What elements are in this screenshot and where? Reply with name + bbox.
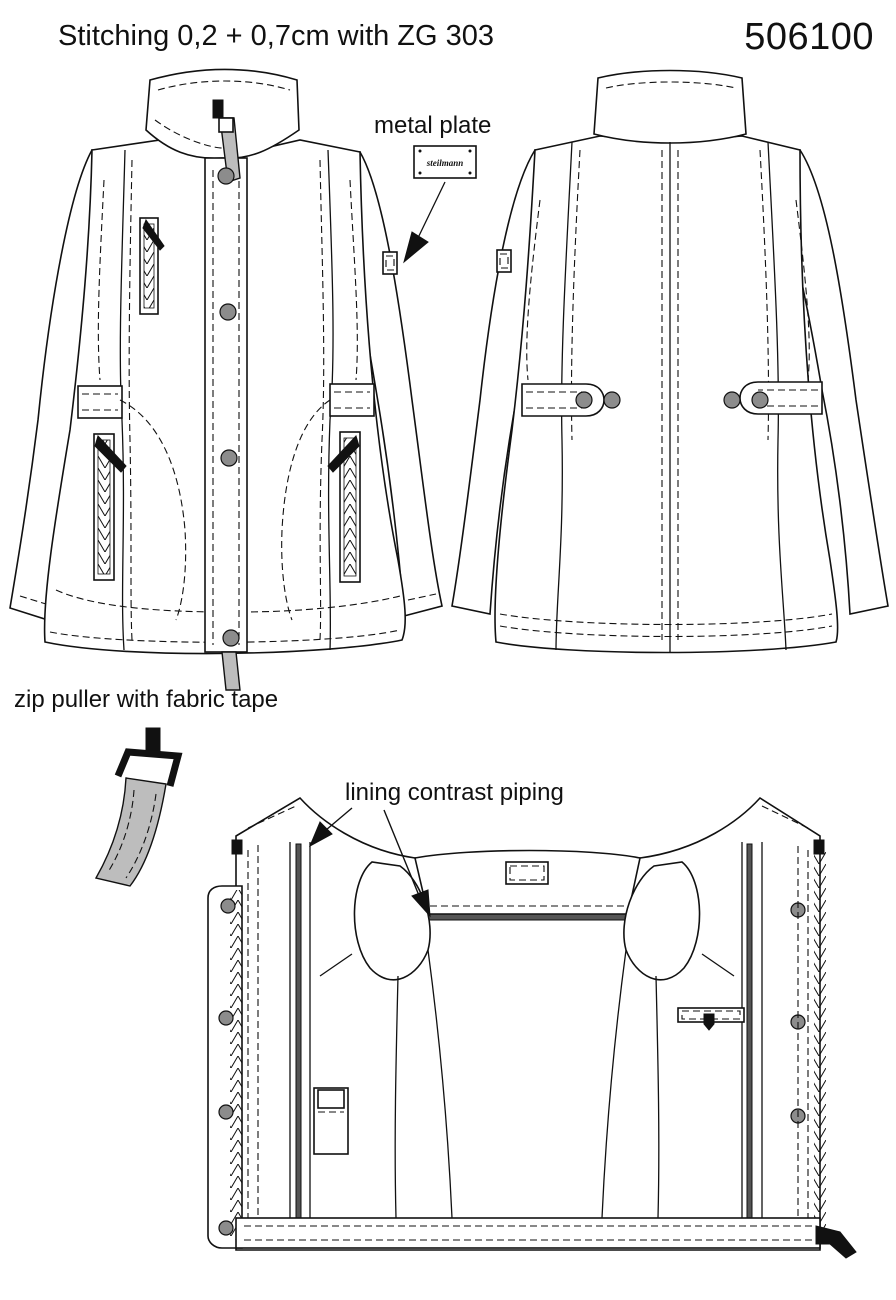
back-view <box>451 69 889 654</box>
right-contrast-piping <box>746 843 753 1219</box>
snap-button <box>220 449 238 467</box>
zip-slider <box>212 99 224 119</box>
inside-zip-end <box>815 1225 857 1259</box>
inside-button <box>218 1220 234 1236</box>
back-button <box>575 391 593 409</box>
zip-puller-head <box>145 727 161 753</box>
left-contrast-piping <box>295 843 302 1219</box>
stitching-title: Stitching 0,2 + 0,7cm with ZG 303 <box>58 20 495 52</box>
right-waist-tab <box>329 383 375 417</box>
metal-plate-logo: steilmann <box>426 158 464 168</box>
inside-hem-band <box>235 1217 821 1249</box>
inside-button <box>218 1010 234 1026</box>
zip-fabric-tape <box>94 777 167 887</box>
brand-label <box>505 861 549 885</box>
inside-button <box>218 1104 234 1120</box>
metal-plate-detail <box>413 145 477 179</box>
back-button <box>723 391 741 409</box>
back-body <box>494 135 839 654</box>
zip-puller-detail <box>94 727 183 887</box>
sleeve-metal-plate <box>382 251 398 275</box>
left-waist-tab <box>77 385 123 419</box>
inside-view <box>207 796 857 1259</box>
front-placket <box>204 157 248 653</box>
metal-plate-callout: steilmann <box>403 145 477 264</box>
metal-plate-label: metal plate <box>374 112 492 139</box>
piping-callout-arrows <box>308 807 431 918</box>
article-number: 506100 <box>744 16 874 58</box>
back-neck-piping <box>425 913 627 921</box>
right-armhole <box>623 861 701 981</box>
lining-piping-label: lining contrast piping <box>345 779 564 806</box>
back-button <box>751 391 769 409</box>
snap-button <box>222 629 240 647</box>
snap-button <box>217 167 235 185</box>
zip-tape-bottom <box>221 651 241 691</box>
inside-button <box>220 898 236 914</box>
back-button <box>603 391 621 409</box>
back-collar <box>593 69 747 144</box>
front-view <box>9 68 443 691</box>
snap-button <box>219 303 237 321</box>
back-sleeve-plate <box>496 249 512 273</box>
metal-plate-arrow <box>403 231 429 264</box>
